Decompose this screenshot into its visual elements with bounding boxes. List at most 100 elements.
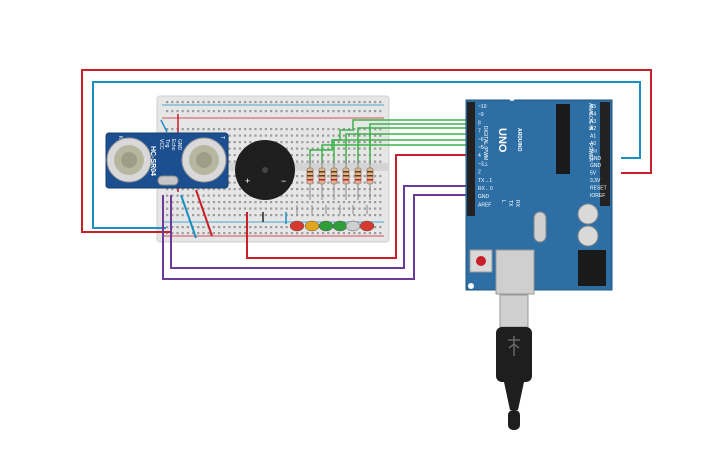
breadboard-hole — [171, 226, 174, 229]
wire-sensor-gnd-top — [160, 119, 168, 133]
usb-port — [495, 249, 535, 295]
resistor-band — [307, 175, 313, 177]
usb-plug-metal — [499, 294, 529, 328]
breadboard-hole — [379, 194, 382, 197]
breadboard-hole — [223, 188, 226, 191]
breadboard-hole — [379, 160, 382, 163]
breadboard-hole — [197, 207, 200, 210]
breadboard-hole — [306, 214, 309, 217]
right-pin-label: IOREF — [590, 193, 605, 199]
breadboard-hole — [171, 207, 174, 210]
breadboard-hole — [244, 134, 247, 137]
breadboard-hole — [342, 101, 345, 104]
breadboard-hole — [259, 207, 262, 210]
breadboard-hole — [249, 232, 252, 235]
arduino-uno-board: UNO ARDUINO DIGITAL (PWM ~) ANALOG IN PO… — [465, 95, 613, 295]
breadboard-hole — [181, 207, 184, 210]
breadboard-hole — [342, 207, 345, 210]
breadboard-hole — [301, 175, 304, 178]
breadboard-hole — [316, 141, 319, 144]
breadboard-hole — [264, 134, 267, 137]
breadboard-hole — [275, 110, 278, 113]
breadboard-hole — [379, 201, 382, 204]
breadboard-hole — [342, 160, 345, 163]
breadboard-hole — [228, 160, 231, 163]
digital-header — [467, 102, 475, 216]
breadboard-hole — [363, 141, 366, 144]
breadboard-hole — [379, 188, 382, 191]
breadboard-hole — [337, 194, 340, 197]
breadboard-hole — [270, 214, 273, 217]
breadboard-hole — [166, 110, 169, 113]
breadboard-hole — [342, 232, 345, 235]
breadboard-hole — [244, 226, 247, 229]
breadboard-hole — [306, 134, 309, 137]
breadboard-hole — [316, 232, 319, 235]
breadboard-hole — [332, 207, 335, 210]
digital-pin-label: GND — [478, 194, 490, 200]
breadboard-hole — [285, 147, 288, 150]
digital-pin-label: ~10 — [478, 104, 487, 110]
breadboard-hole — [306, 147, 309, 150]
breadboard-hole — [374, 154, 377, 157]
breadboard-hole — [296, 194, 299, 197]
breadboard-hole — [264, 214, 267, 217]
breadboard-hole — [238, 101, 241, 104]
breadboard-hole — [218, 188, 221, 191]
arduino-name: UNO — [496, 128, 508, 153]
breadboard-hole — [285, 134, 288, 137]
breadboard-hole — [306, 154, 309, 157]
breadboard-hole — [192, 128, 195, 131]
breadboard-hole — [322, 214, 325, 217]
resistor-band — [367, 179, 373, 181]
breadboard-hole — [270, 101, 273, 104]
breadboard-hole — [332, 201, 335, 204]
breadboard-hole — [166, 207, 169, 210]
breadboard-hole — [285, 232, 288, 235]
breadboard-hole — [270, 207, 273, 210]
breadboard-hole — [254, 214, 257, 217]
breadboard-hole — [301, 154, 304, 157]
breadboard-hole — [280, 226, 283, 229]
digital-pin-label: AREF — [478, 202, 491, 208]
resistor-band — [343, 179, 349, 181]
breadboard-hole — [176, 232, 179, 235]
breadboard-hole — [342, 141, 345, 144]
reset-button-cap[interactable] — [476, 256, 486, 266]
breadboard-hole — [197, 232, 200, 235]
breadboard-hole — [186, 194, 189, 197]
crystal-oscillator — [533, 211, 547, 243]
breadboard-hole — [259, 128, 262, 131]
breadboard-hole — [301, 232, 304, 235]
breadboard-hole — [363, 110, 366, 113]
breadboard-hole — [374, 134, 377, 137]
breadboard-hole — [275, 201, 278, 204]
breadboard-hole — [337, 214, 340, 217]
wire-led-1 — [309, 119, 467, 164]
breadboard-hole — [285, 194, 288, 197]
breadboard-hole — [358, 128, 361, 131]
breadboard-hole — [290, 110, 293, 113]
breadboard-hole — [363, 214, 366, 217]
breadboard-hole — [327, 110, 330, 113]
right-pin-label: A0 — [590, 141, 596, 147]
power-header-label: POWER — [587, 143, 593, 162]
power-jack — [578, 250, 606, 286]
mount-hole — [468, 283, 474, 289]
breadboard-hole — [166, 101, 169, 104]
breadboard-hole — [197, 226, 200, 229]
breadboard-hole — [244, 101, 247, 104]
breadboard-hole — [212, 214, 215, 217]
breadboard-hole — [348, 101, 351, 104]
breadboard-hole — [275, 232, 278, 235]
right-pin-label: A1 — [590, 134, 596, 140]
breadboard-hole — [316, 110, 319, 113]
breadboard-hole — [238, 207, 241, 210]
breadboard-hole — [275, 207, 278, 210]
breadboard-hole — [244, 141, 247, 144]
breadboard-hole — [348, 147, 351, 150]
breadboard-hole — [353, 160, 356, 163]
breadboard-hole — [316, 175, 319, 178]
breadboard-hole — [192, 232, 195, 235]
